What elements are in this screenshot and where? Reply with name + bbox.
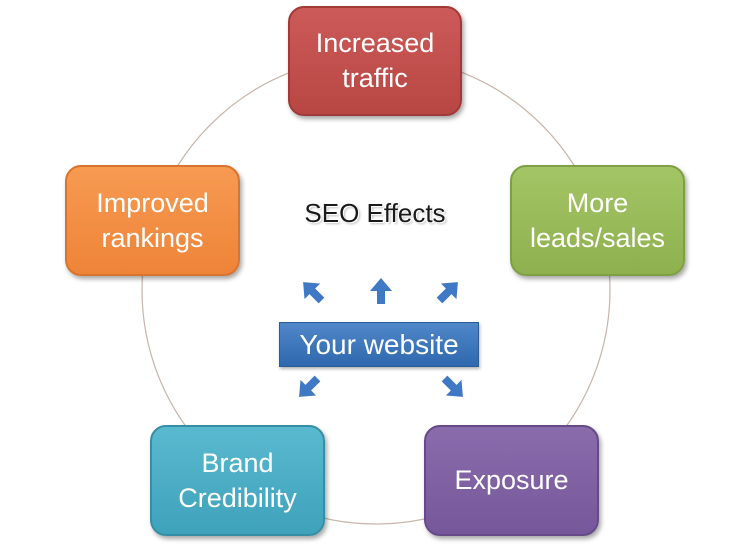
node-more-leads-sales: More leads/sales xyxy=(510,165,685,276)
node-increased-traffic: Increased traffic xyxy=(288,6,462,116)
node-exposure: Exposure xyxy=(424,425,599,536)
node-improved-rankings: Improved rankings xyxy=(65,165,240,276)
diagram-title: SEO Effects xyxy=(304,198,446,228)
hub-your-website: Your website xyxy=(279,322,479,367)
node-brand-credibility: Brand Credibility xyxy=(150,425,325,536)
